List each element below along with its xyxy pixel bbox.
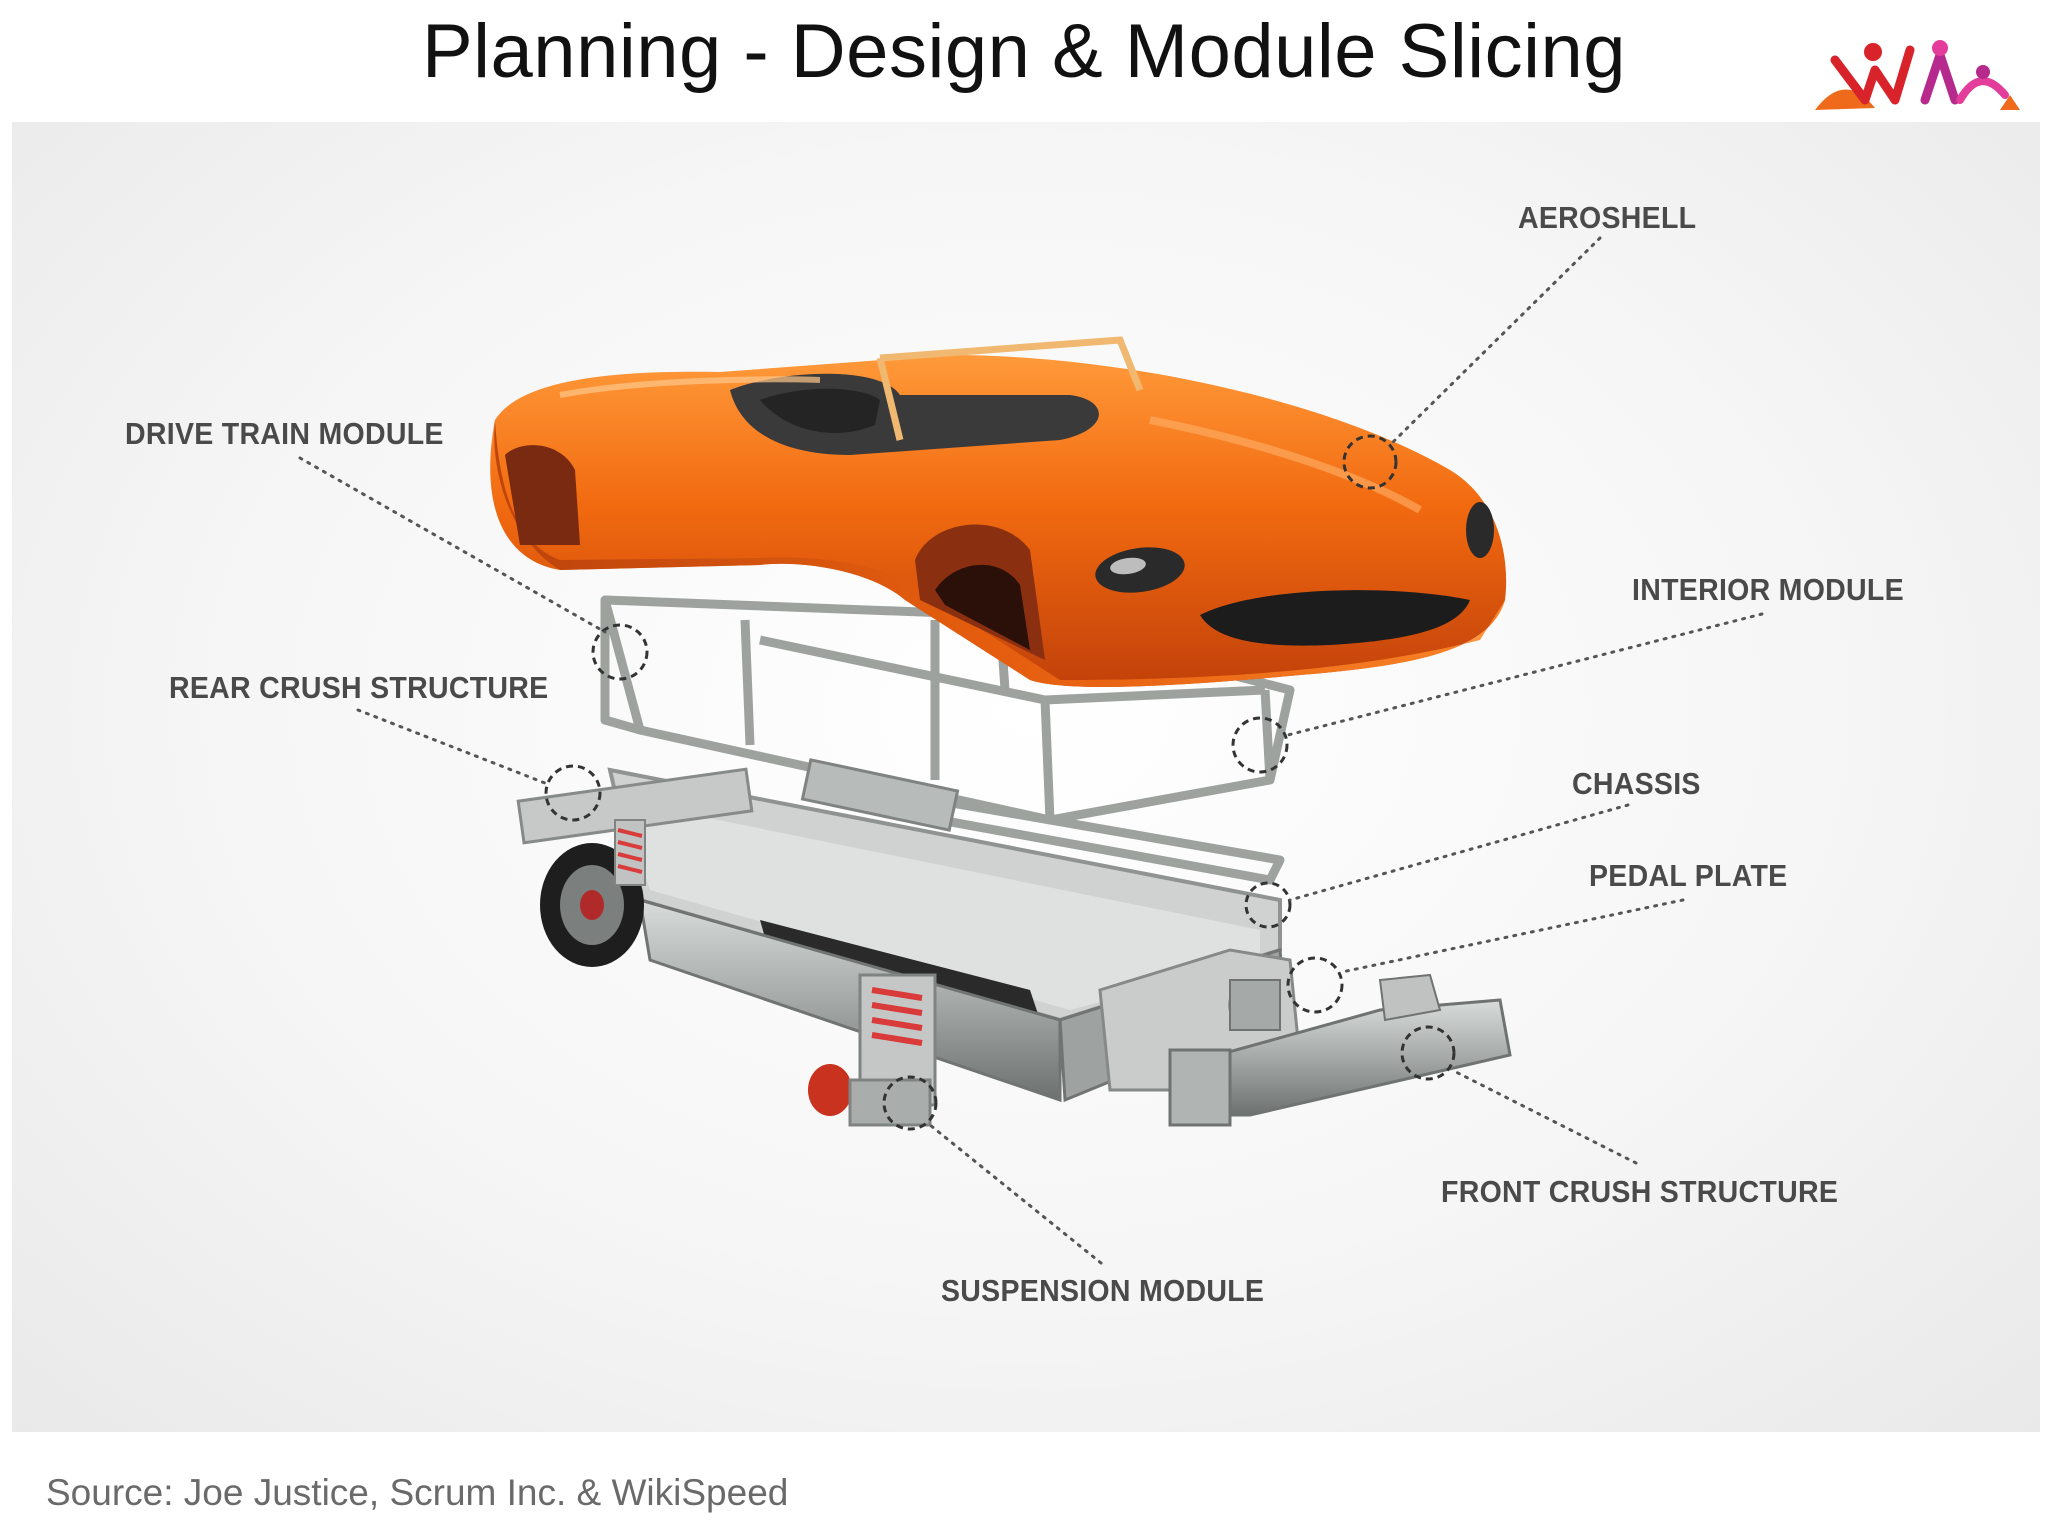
callout-circles <box>544 434 1456 1131</box>
pedal-plate-leader <box>1340 898 1685 974</box>
label-drive-train-module: DRIVE TRAIN MODULE <box>125 416 444 451</box>
slide-title: Planning - Design & Module Slicing <box>421 9 1627 94</box>
label-interior-module: INTERIOR MODULE <box>1632 572 1904 607</box>
front-crush-callout-circle <box>1400 1025 1456 1081</box>
leader-lines <box>298 236 1764 1265</box>
suspension-leader <box>928 1123 1103 1265</box>
label-aeroshell: AEROSHELL <box>1518 200 1697 235</box>
source-citation: Source: Joe Justice, Scrum Inc. & WikiSp… <box>46 1472 789 1513</box>
label-pedal-plate: PEDAL PLATE <box>1589 858 1788 893</box>
interior-leader <box>1286 612 1764 737</box>
brand-logo <box>1815 40 2020 110</box>
front-suspension <box>808 973 937 1127</box>
label-chassis: CHASSIS <box>1572 766 1701 801</box>
diagram-panel <box>12 122 2040 1432</box>
aeroshell-callout-circle <box>1342 434 1398 490</box>
aeroshell-body <box>490 336 1507 687</box>
interior-callout-circle <box>1231 716 1289 774</box>
label-front-crush-structure: FRONT CRUSH STRUCTURE <box>1441 1174 1839 1209</box>
front-crush-leader <box>1450 1068 1638 1165</box>
chassis-callout-circle <box>1244 881 1292 929</box>
label-rear-crush-structure: REAR CRUSH STRUCTURE <box>169 670 549 705</box>
label-suspension-module: SUSPENSION MODULE <box>941 1273 1265 1308</box>
suspension-callout-circle <box>882 1075 938 1131</box>
aeroshell-leader <box>1388 236 1602 447</box>
drive-train-callout-circle <box>591 623 649 681</box>
chassis-leader <box>1288 803 1630 902</box>
rear-crush-leader <box>356 708 552 787</box>
rear-crush-callout-circle <box>544 764 602 822</box>
pedal-plate-callout-circle <box>1286 956 1344 1014</box>
rear-shock <box>614 819 646 886</box>
